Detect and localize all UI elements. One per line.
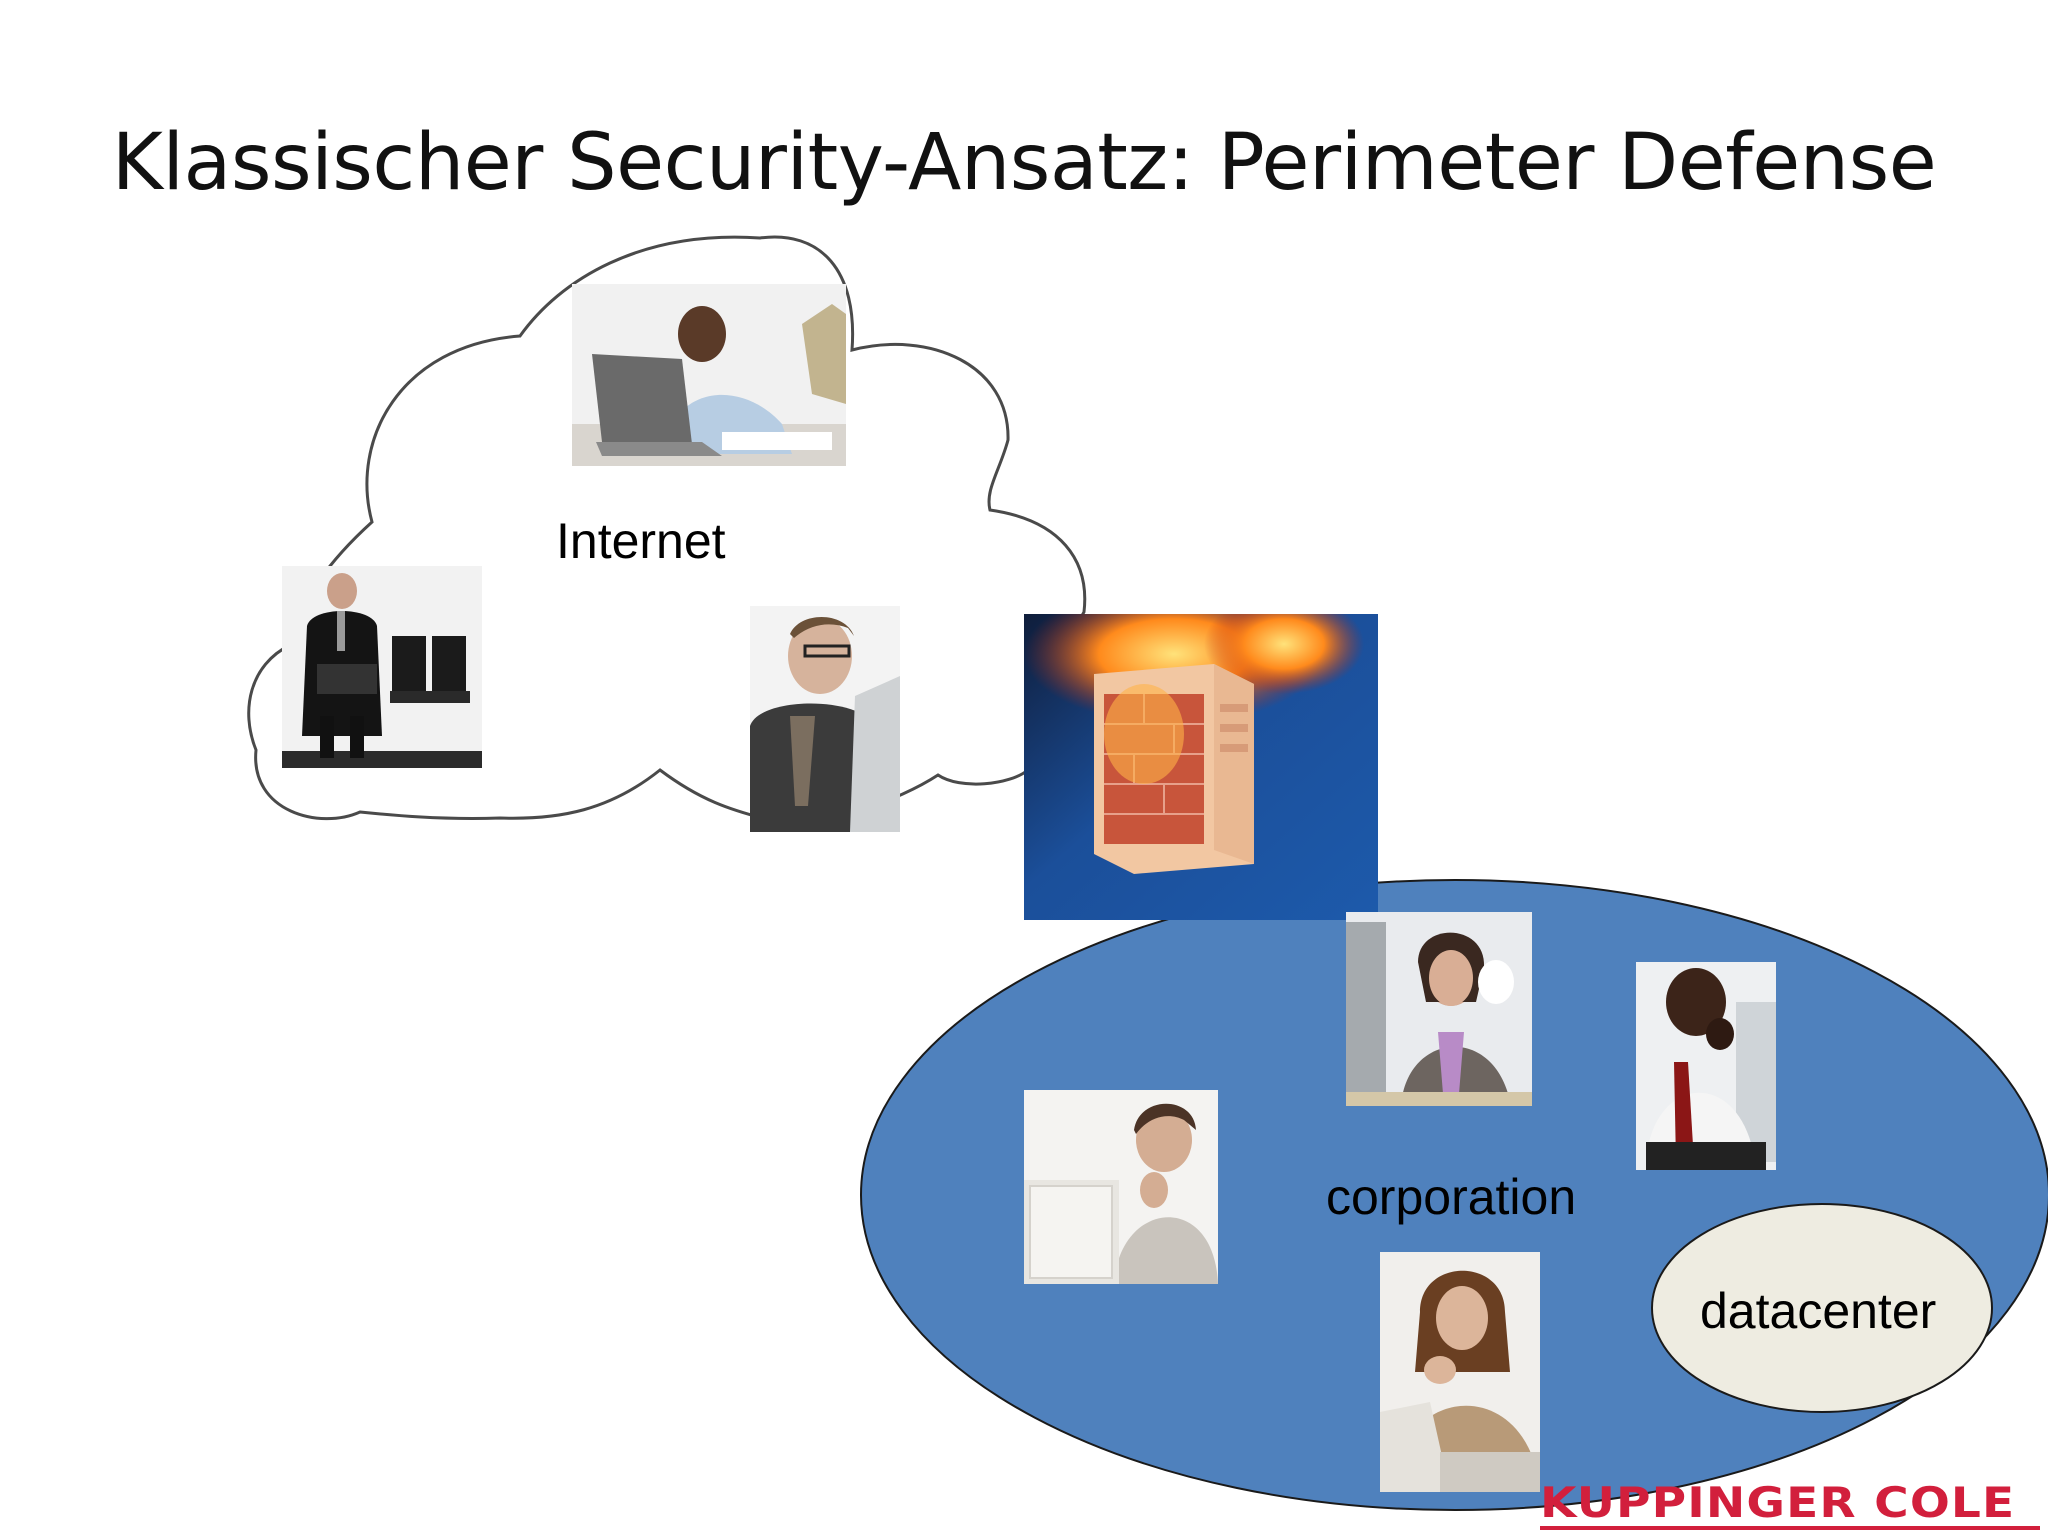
logo-underline [1540, 1526, 2040, 1530]
photo-woman-laptop-floor [572, 284, 846, 466]
photo-woman-thinking-monitor [1024, 1090, 1218, 1284]
internet-label: Internet [556, 512, 726, 570]
datacenter-label: datacenter [1700, 1282, 1936, 1340]
photo-man-glasses-computer [750, 606, 900, 832]
photo-woman-at-monitor [1346, 912, 1532, 1106]
photo-woman-laptop-desk [1380, 1252, 1540, 1492]
logo-text: KUPPINGER COLE [1540, 1478, 2015, 1527]
photo-man-phone [1636, 962, 1776, 1170]
photo-man-waiting-laptop [282, 566, 482, 768]
firewall-image [1024, 614, 1378, 920]
corporation-label: corporation [1326, 1168, 1576, 1226]
kuppinger-cole-logo: KUPPINGER COLE [1540, 1478, 2040, 1536]
